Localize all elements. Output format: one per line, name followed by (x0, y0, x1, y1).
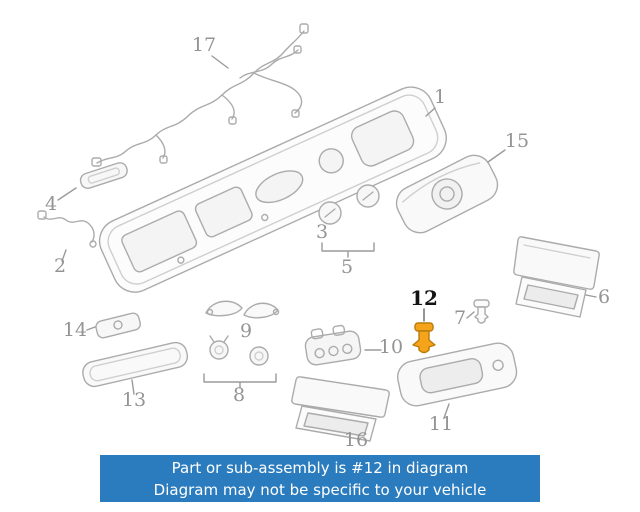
leader-1 (425, 107, 436, 117)
part-label-15: 15 (505, 130, 529, 152)
part-drawing-lamps-8 (209, 335, 269, 366)
part-drawing-bracket-4 (79, 162, 128, 189)
part-drawing-clip-7 (473, 299, 490, 324)
part-label-6: 6 (598, 286, 610, 308)
banner-line2: Diagram may not be specific to your vehi… (153, 480, 487, 499)
part-label-9: 9 (240, 320, 252, 342)
part-drawing-wire-2 (37, 210, 97, 248)
leader-17 (211, 55, 229, 69)
part-drawing-overhead-console-1 (98, 86, 447, 293)
part-label-5: 5 (341, 256, 353, 278)
leader-lines (57, 55, 597, 419)
part-drawing-lamp-14 (95, 312, 141, 339)
banner-line1: Part or sub-assembly is #12 in diagram (171, 458, 469, 477)
part-label-16: 16 (344, 429, 368, 451)
part-drawing-dvd-console-11 (396, 342, 518, 407)
part-label-8: 8 (233, 384, 245, 406)
bracket-8 (203, 373, 277, 389)
part-drawing-connector-10 (304, 324, 362, 366)
part-drawing-clip-12-highlighted (412, 322, 436, 354)
part-drawing-console-bezel-15 (395, 154, 499, 234)
leader-2 (61, 249, 67, 262)
part-label-13: 13 (122, 389, 146, 411)
part-label-1: 1 (434, 86, 446, 108)
part-label-12-highlighted: 12 (410, 286, 438, 310)
part-label-4: 4 (45, 193, 57, 215)
part-drawing-wiring-harness-17 (91, 23, 309, 167)
part-label-17: 17 (192, 34, 216, 56)
highlight-banner: Part or sub-assembly is #12 in diagram D… (100, 455, 540, 502)
bracket-5 (321, 242, 375, 258)
part-drawing-tray-13 (82, 341, 189, 388)
leader-15 (487, 149, 506, 163)
part-label-14: 14 (63, 319, 87, 341)
leader-4 (57, 187, 77, 201)
leader-6 (585, 294, 597, 298)
part-label-7: 7 (454, 307, 466, 329)
part-label-3: 3 (316, 221, 328, 243)
leader-11 (443, 403, 450, 419)
leader-7 (466, 311, 475, 319)
leader-14 (86, 326, 96, 331)
leader-13 (131, 379, 135, 395)
part-drawing-drop-screen-16 (291, 376, 390, 442)
part-drawing-knobs-3 (318, 184, 380, 225)
part-label-11: 11 (429, 413, 453, 435)
part-label-2: 2 (54, 255, 66, 277)
part-label-10: 10 (379, 336, 403, 358)
part-drawing-drop-screen-6 (513, 236, 600, 318)
part-drawing-retainers-9 (205, 300, 280, 319)
